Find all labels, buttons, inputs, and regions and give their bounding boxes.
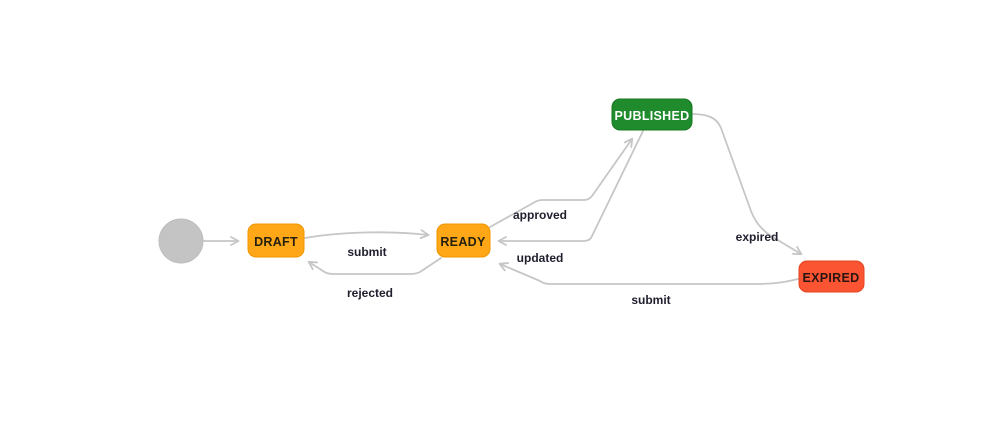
- state-draft[interactable]: DRAFT: [247, 223, 305, 258]
- state-draft-label: DRAFT: [254, 235, 298, 249]
- edge-ready-to-published: [489, 137, 634, 228]
- edge-draft-to-ready: [304, 229, 430, 240]
- edge-label-expired: expired: [736, 230, 779, 244]
- state-expired-box[interactable]: [798, 260, 865, 293]
- edge-label-updated: updated: [517, 251, 564, 265]
- edge-label-approved: approved: [513, 208, 567, 222]
- state-published-box[interactable]: [611, 98, 693, 131]
- edge-label-rejected: rejected: [347, 286, 393, 300]
- edge-label-submit-draft-ready: submit: [347, 245, 386, 259]
- state-ready[interactable]: READY: [436, 223, 491, 258]
- state-ready-box[interactable]: [436, 223, 491, 258]
- state-ready-label: READY: [440, 235, 486, 249]
- state-published[interactable]: PUBLISHED: [611, 98, 693, 131]
- state-expired-label: EXPIRED: [803, 271, 860, 285]
- edge-published-to-expired: [691, 113, 803, 256]
- state-draft-box[interactable]: [247, 223, 305, 258]
- edge-ready-to-draft: [307, 257, 442, 275]
- state-published-label: PUBLISHED: [615, 109, 690, 123]
- edge-published-to-ready: [497, 130, 644, 246]
- state-expired[interactable]: EXPIRED: [798, 260, 865, 293]
- edge-label-submit-expired-ready: submit: [631, 293, 670, 307]
- edge-expired-to-ready: [498, 262, 799, 285]
- initial-state-node[interactable]: [158, 218, 204, 264]
